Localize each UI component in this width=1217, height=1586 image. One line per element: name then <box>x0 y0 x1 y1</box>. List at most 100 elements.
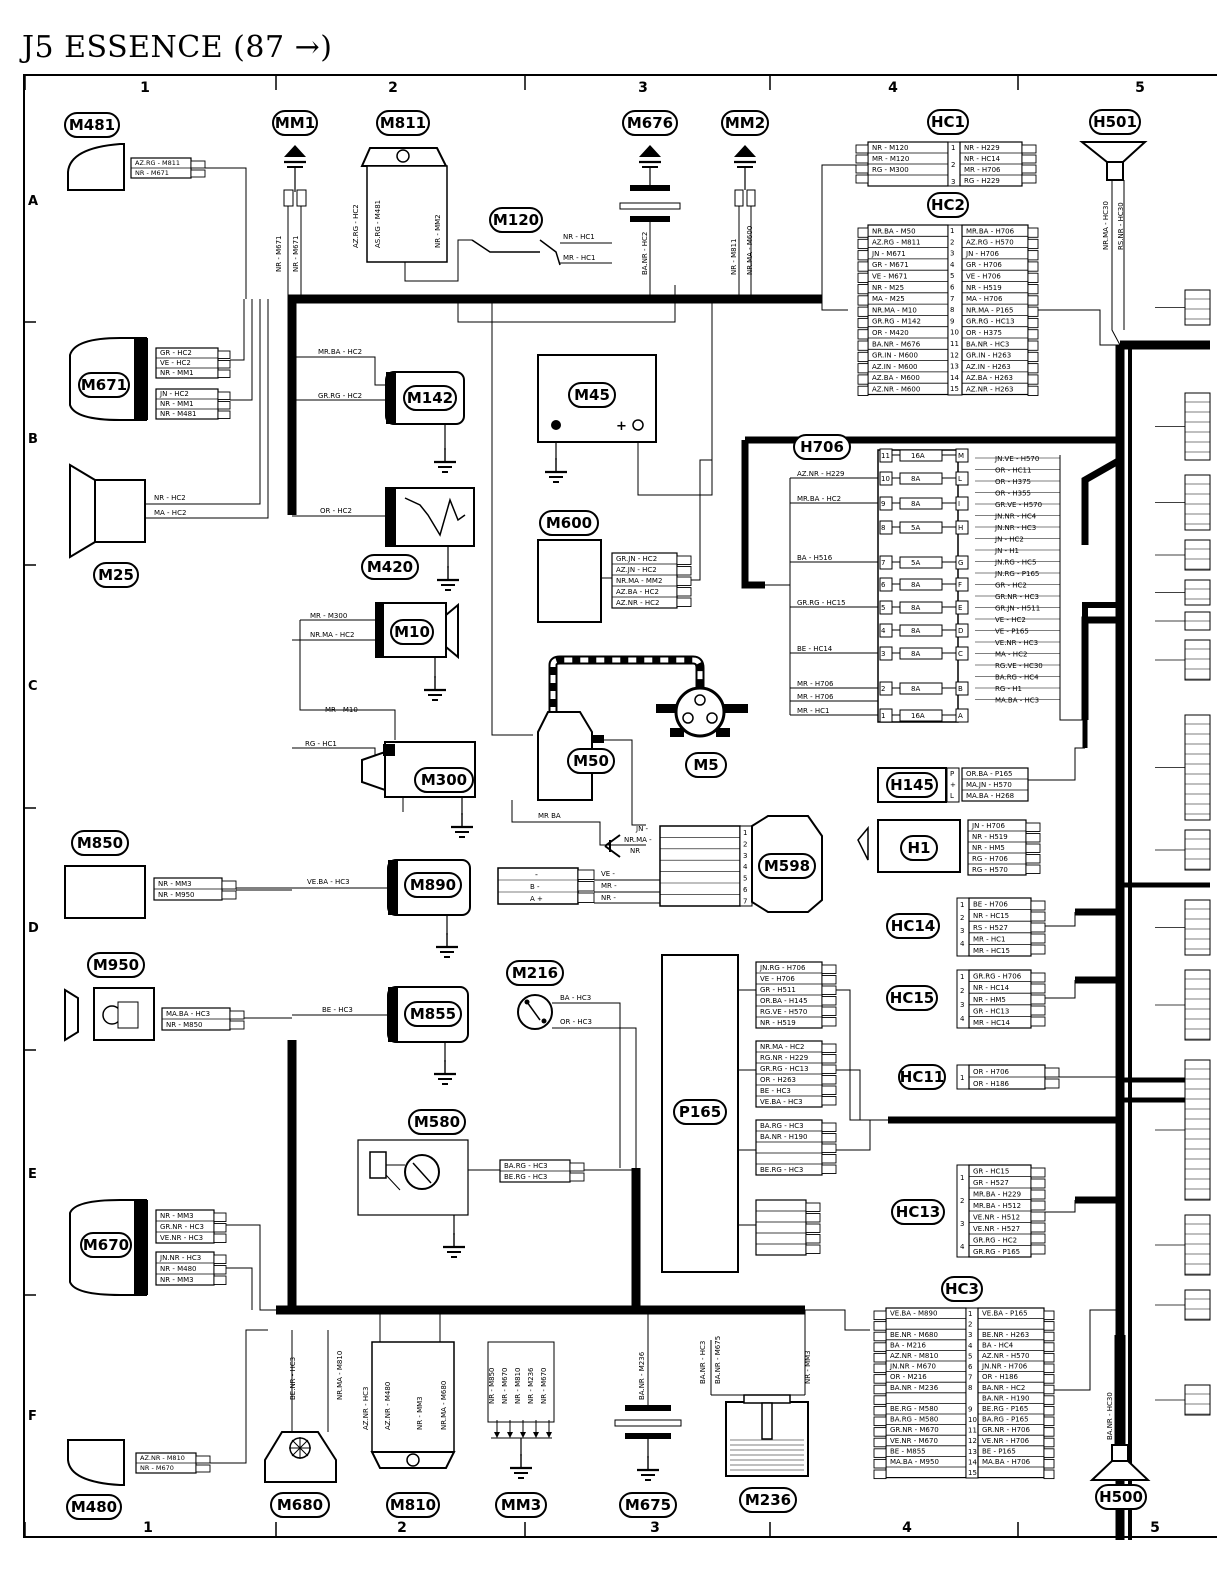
hc11-label: HC11 <box>898 1064 946 1090</box>
wire-label: JN.NR - HC4 <box>994 513 1037 521</box>
wire-label: BA.RG - HC3 <box>760 1122 804 1130</box>
connector-body <box>155 1209 215 1244</box>
wire-label: JN.RG - H706 <box>759 964 806 972</box>
wire-label: BE - HC3 <box>760 1087 791 1095</box>
pin-arrow <box>494 1432 500 1438</box>
pin <box>805 1202 821 1212</box>
label-pill <box>886 913 940 939</box>
splice <box>296 189 307 207</box>
pin-number: 7 <box>743 897 747 905</box>
pin <box>229 1010 245 1020</box>
wire-label: NR - M671 <box>135 169 169 177</box>
wire-label: GR.RG - H706 <box>973 973 1022 981</box>
p165-label: P165 <box>673 1099 727 1125</box>
wire <box>805 1309 870 1331</box>
wire-label: MR - M10 <box>325 706 358 714</box>
fuse-number: 10 <box>881 475 890 483</box>
component-label: HC3 <box>945 1280 979 1298</box>
component-label: MM2 <box>725 114 765 132</box>
edge-connector-body <box>1184 539 1211 571</box>
m675-label: M675 <box>619 1492 677 1518</box>
fuse-number: 9 <box>881 500 885 508</box>
label-pill <box>361 554 419 580</box>
grid-column-label: 4 <box>888 80 898 96</box>
pin <box>855 154 869 164</box>
pin <box>195 1455 211 1464</box>
pin-arrow <box>520 1432 526 1438</box>
connector-pins <box>805 1202 821 1254</box>
harness-trunk <box>1081 456 1122 545</box>
pin-number: 2 <box>968 1321 972 1329</box>
dashed-cable-gaps <box>550 657 703 715</box>
h1-label: H1 <box>900 835 938 861</box>
wire <box>1028 747 1085 781</box>
pin <box>577 881 595 892</box>
wire <box>145 299 269 519</box>
pin-number: 2 <box>951 161 955 169</box>
edge-connector-body <box>1184 579 1211 606</box>
wire-label: OR - H186 <box>982 1373 1019 1381</box>
pin <box>1025 833 1041 843</box>
component-label: H501 <box>1093 113 1137 131</box>
m142-plug <box>386 372 396 424</box>
pin <box>217 391 231 400</box>
m120-label: M120 <box>489 207 543 233</box>
wire-label: AZ.NR - M480 <box>384 1382 392 1430</box>
wire-label: AS.RG - M481 <box>374 200 382 248</box>
wire-label: BA - H516 <box>797 554 833 562</box>
pin <box>1030 983 1046 994</box>
wire-label: JN.RG - HC5 <box>994 559 1036 567</box>
m811-body <box>366 165 448 263</box>
component-label: M676 <box>627 114 673 132</box>
pin <box>217 410 231 419</box>
component-label: M580 <box>414 1113 460 1131</box>
fuse-number: 4 <box>881 627 886 635</box>
pin <box>213 1212 227 1222</box>
h501-label: H501 <box>1089 109 1141 135</box>
diagram-frame <box>23 74 1217 1538</box>
pin <box>676 597 692 607</box>
wire-label: JN - HC2 <box>159 390 189 398</box>
wire <box>385 1164 405 1191</box>
pin-arrow <box>546 1432 552 1438</box>
horn-icon <box>1079 141 1148 163</box>
wire-label: MA.JN - H570 <box>966 781 1012 789</box>
m5-label: M5 <box>685 752 727 778</box>
wire-label: VE.NR - H527 <box>973 1225 1020 1233</box>
component-label: H145 <box>890 776 934 794</box>
bulb-icon <box>396 149 410 163</box>
connector-pins <box>1025 822 1041 874</box>
edge-connector <box>1155 1214 1211 1276</box>
pin-number: 1 <box>951 144 955 152</box>
pin <box>1043 1395 1055 1405</box>
pin <box>1030 944 1046 955</box>
pin <box>821 1154 837 1164</box>
ground-icon <box>637 1456 659 1481</box>
wire-label: NR - MM3 <box>416 1396 424 1430</box>
wire <box>210 1329 268 1464</box>
component-label: HC1 <box>931 113 965 131</box>
connector-pins <box>855 144 869 184</box>
wire-label: MR - M300 <box>310 612 347 620</box>
edge-connector-body <box>1184 1289 1211 1321</box>
component-label: MM1 <box>275 114 315 132</box>
wire-label: BE.NR - H263 <box>982 1331 1029 1339</box>
fuse <box>899 472 943 485</box>
pin-number: 13 <box>950 363 959 371</box>
label-pill <box>270 1492 330 1518</box>
fuse <box>899 556 943 569</box>
pin <box>569 1162 585 1172</box>
fuse-rating: 8A <box>911 500 920 508</box>
pin-number: 3 <box>960 927 964 935</box>
component-label: M480 <box>71 1498 117 1516</box>
mm1-label: MM1 <box>272 110 318 136</box>
wire-label: MA.BA - H268 <box>966 792 1014 800</box>
wire-label: VE.BA - M890 <box>890 1310 937 1318</box>
wire-label: VE - HC2 <box>160 359 191 367</box>
pin <box>1043 1437 1055 1448</box>
